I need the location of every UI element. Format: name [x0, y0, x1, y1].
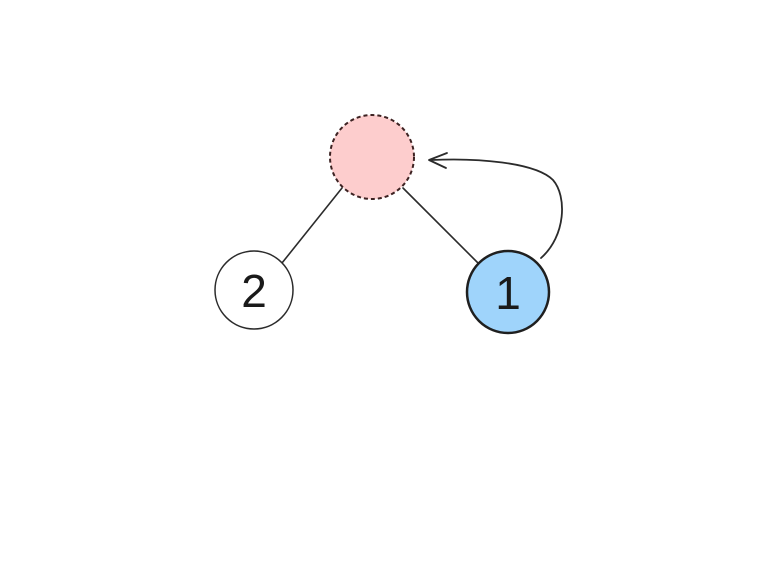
- curved-arrow-node1-to-selected: [428, 152, 563, 259]
- node-2[interactable]: 2: [214, 250, 294, 330]
- node-1-circle[interactable]: [465, 249, 551, 335]
- node-2-circle[interactable]: [214, 250, 294, 330]
- arrowhead-icon: [428, 152, 448, 169]
- edge-selected-node1: [402, 187, 481, 266]
- node-1[interactable]: 1: [465, 249, 551, 335]
- node-selected[interactable]: [329, 114, 415, 200]
- node-1-label: 1: [495, 267, 521, 319]
- node-layer: 2 1: [214, 114, 551, 335]
- edge-layer: [281, 187, 481, 266]
- node-selected-circle[interactable]: [329, 114, 415, 200]
- edge-selected-node2: [281, 187, 343, 264]
- curved-arrow-path: [431, 158, 563, 259]
- node-2-label: 2: [241, 265, 267, 317]
